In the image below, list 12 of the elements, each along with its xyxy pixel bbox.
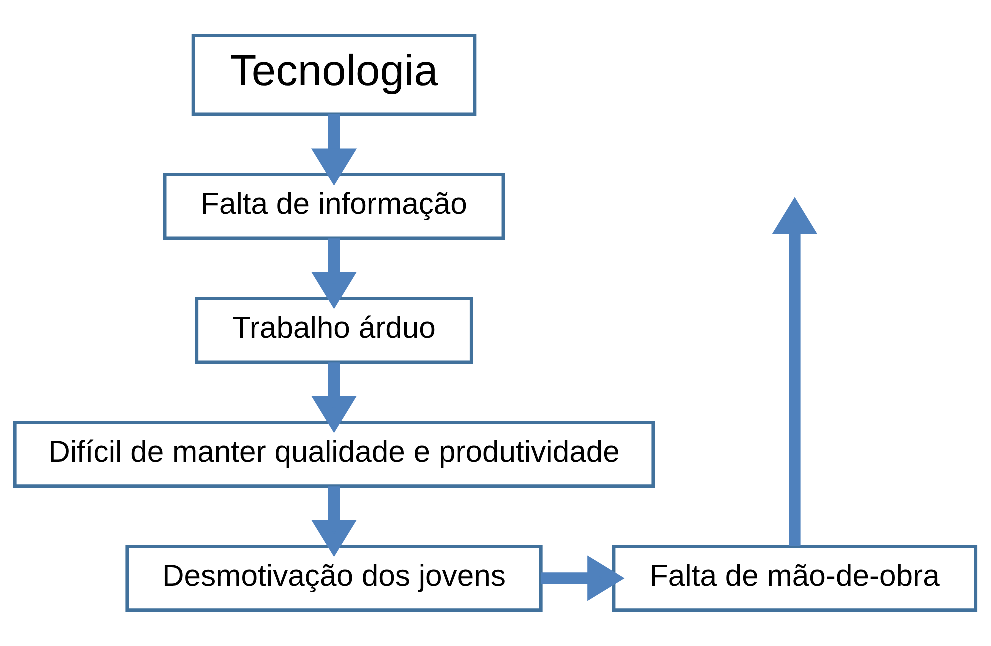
arrow	[541, 556, 625, 602]
node-box: Difícil de manter qualidade e produtividade	[13, 421, 656, 488]
node-box: Falta de informação	[163, 173, 506, 240]
node-box: Falta de mão-de-obra	[612, 544, 978, 612]
arrow	[311, 238, 358, 310]
arrow	[311, 114, 358, 186]
node-box: Tecnologia	[192, 34, 477, 116]
arrow	[311, 486, 358, 558]
arrow	[772, 197, 818, 546]
node-box: Desmotivação dos jovens	[126, 544, 543, 612]
node-box: Trabalho árduo	[195, 297, 474, 364]
arrow	[311, 362, 358, 434]
